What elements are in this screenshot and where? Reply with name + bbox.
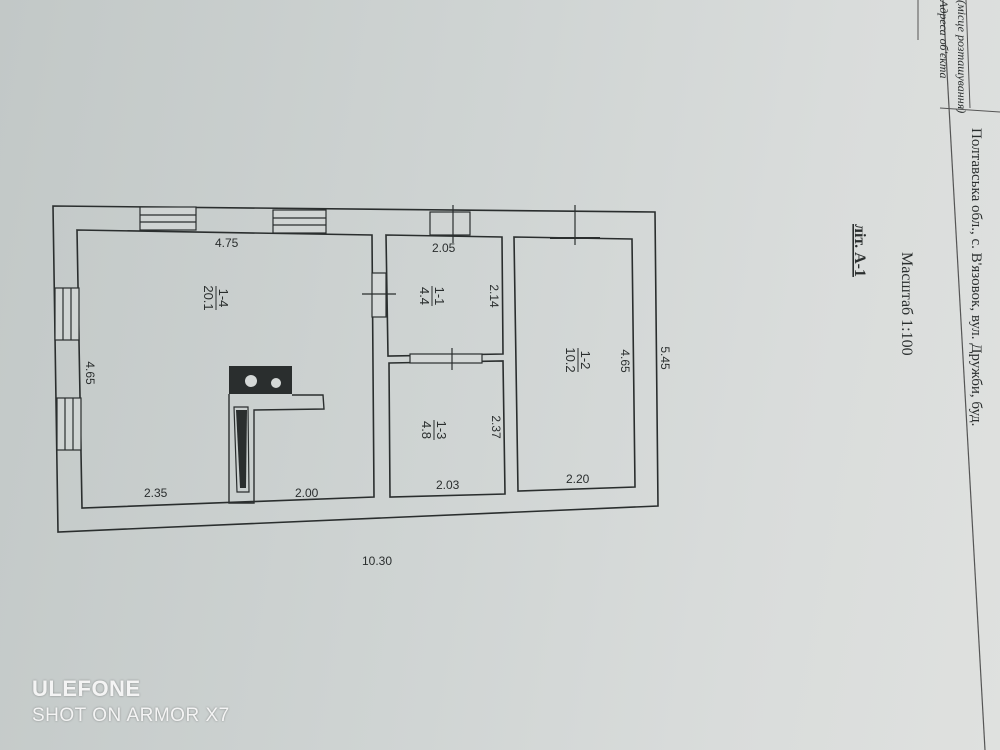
dim-room-1-4-length: 4.75 xyxy=(215,236,239,250)
room-area: 4.8 xyxy=(419,421,434,439)
room-area: 10.2 xyxy=(563,347,578,372)
plan-title: літ. А-1 xyxy=(851,224,868,277)
camera-watermark-model: SHOT ON ARMOR X7 xyxy=(32,705,230,726)
dim-room-1-4-width: 4.65 xyxy=(83,361,97,385)
address-line: Полтавська обл., с. В'язовок, вул. Дружб… xyxy=(968,128,984,426)
window-left-1 xyxy=(54,287,80,341)
room-area: 20.1 xyxy=(201,285,216,310)
room-area: 4.4 xyxy=(417,287,432,305)
dim-room-1-1-width: 2.14 xyxy=(487,284,501,308)
room-id: 1-1 xyxy=(432,287,447,306)
dim-room-1-2-width: 4.65 xyxy=(618,349,632,373)
room-id: 1-4 xyxy=(216,289,231,308)
door-1-4-to-1-1 xyxy=(371,272,387,318)
room-id: 1-2 xyxy=(578,351,593,370)
room-label-1-1: 1-1 4.4 xyxy=(417,286,447,306)
dim-room-1-4-seg-1: 2.35 xyxy=(144,486,168,500)
window-left-2 xyxy=(56,397,82,451)
frame-line xyxy=(942,0,986,750)
room-1-4-outline xyxy=(76,229,375,509)
window-top-1 xyxy=(139,206,197,231)
room-id: 1-3 xyxy=(434,421,449,440)
address-col-heading: Адреса об'єкта xyxy=(937,0,951,79)
scale-label: Масштаб 1:100 xyxy=(898,252,915,356)
room-label-1-3: 1-3 4.8 xyxy=(419,420,449,440)
room-label-1-4: 1-4 20.1 xyxy=(201,285,231,310)
room-label-1-2: 1-2 10.2 xyxy=(563,347,593,372)
camera-watermark-brand: ULEFONE xyxy=(32,676,141,701)
room-1-1-outline xyxy=(385,234,504,357)
dim-overall-width: 5.45 xyxy=(658,346,672,370)
dim-room-1-2-length: 2.20 xyxy=(566,472,590,486)
frame-line xyxy=(939,107,1000,113)
dim-room-1-1-length: 2.05 xyxy=(432,241,456,255)
address-col-subheading: (місце розташування) xyxy=(955,0,969,113)
outer-wall xyxy=(52,205,659,533)
window-top-3 xyxy=(429,211,471,236)
door-1-1-to-1-3 xyxy=(409,353,483,364)
frame-line xyxy=(965,0,971,109)
dim-room-1-4-seg-2: 2.00 xyxy=(295,486,319,500)
dim-room-1-3-width: 2.37 xyxy=(489,415,503,439)
dim-room-1-3-length: 2.03 xyxy=(436,478,460,492)
window-top-2 xyxy=(272,209,327,234)
stove xyxy=(228,366,325,504)
dim-overall-length: 10.30 xyxy=(362,554,392,568)
